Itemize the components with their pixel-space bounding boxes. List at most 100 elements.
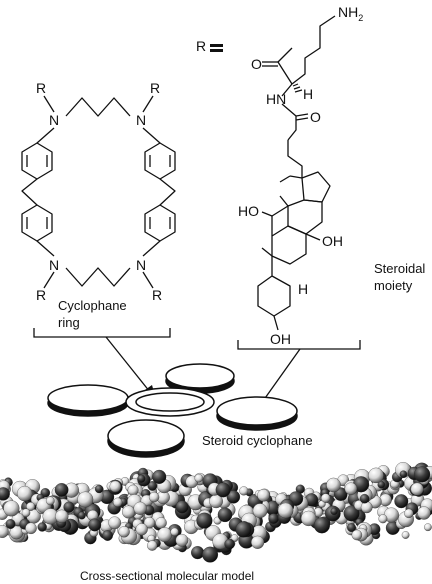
model-atom bbox=[25, 522, 37, 535]
model-atom bbox=[17, 485, 33, 502]
stereo-hash-bond bbox=[292, 83, 303, 93]
model-atom bbox=[133, 501, 147, 515]
cyclophane-ring-label-line2: ring bbox=[58, 315, 80, 330]
model-atom bbox=[360, 501, 373, 514]
arrow-to-core bbox=[105, 336, 151, 393]
model-atom bbox=[3, 500, 20, 517]
model-atom bbox=[368, 467, 384, 484]
model-atom bbox=[77, 511, 86, 520]
model-atom bbox=[147, 540, 158, 551]
model-atom bbox=[170, 527, 179, 537]
model-atom bbox=[226, 490, 241, 504]
model-atom bbox=[155, 517, 167, 529]
model-atom bbox=[394, 494, 409, 509]
model-atom bbox=[122, 505, 135, 519]
hydroxyl-c12: HO bbox=[238, 203, 259, 219]
model-atom bbox=[378, 514, 388, 524]
schematic-disc-bottom bbox=[107, 419, 185, 458]
model-atom bbox=[194, 473, 204, 483]
model-atom bbox=[108, 516, 122, 530]
model-atom bbox=[0, 487, 10, 501]
model-atom bbox=[143, 517, 156, 529]
model-atom bbox=[404, 508, 414, 519]
side-chain-bonds bbox=[262, 15, 336, 183]
model-atom bbox=[45, 496, 55, 506]
model-atom bbox=[313, 517, 330, 534]
steroidal-moiety-label-line2: moiety bbox=[374, 278, 413, 293]
nitrogen-bottom-left: N bbox=[49, 257, 59, 273]
model-atom bbox=[344, 482, 358, 495]
model-atom bbox=[21, 508, 31, 518]
nitrogen-bottom-right: N bbox=[136, 257, 146, 273]
hydroxyl-c3: OH bbox=[270, 331, 291, 347]
schematic-disc-top bbox=[165, 363, 235, 394]
hydroxyl-c7: OH bbox=[322, 233, 343, 249]
model-atom bbox=[359, 493, 370, 504]
steroid-skeleton bbox=[257, 171, 331, 331]
model-atom bbox=[347, 523, 356, 533]
model-atom bbox=[196, 512, 213, 529]
model-atom bbox=[377, 480, 386, 489]
nitrogen-top-left: N bbox=[49, 112, 59, 128]
benzene-ring-bottom-right bbox=[144, 204, 176, 242]
benzene-ring-top-right bbox=[144, 142, 176, 180]
model-atom bbox=[235, 521, 252, 538]
nitrogen-top-right: N bbox=[136, 112, 146, 128]
model-atom bbox=[157, 527, 173, 542]
model-atom bbox=[148, 491, 160, 503]
r-group-top-left: R bbox=[36, 80, 46, 96]
model-atom bbox=[113, 497, 123, 507]
model-atom bbox=[191, 546, 205, 560]
steroid-ring-a bbox=[257, 255, 291, 317]
benzene-ring-bottom-left bbox=[21, 204, 53, 242]
schematic-disc-left bbox=[47, 384, 129, 417]
molecular-model-label: Cross-sectional molecular model bbox=[80, 569, 254, 583]
model-atom bbox=[217, 507, 233, 523]
steroid-ring-b bbox=[271, 225, 307, 265]
model-atom bbox=[26, 502, 36, 511]
model-atom bbox=[257, 489, 270, 502]
model-atom bbox=[118, 526, 130, 538]
model-atom bbox=[251, 535, 265, 549]
model-atom bbox=[414, 466, 431, 483]
model-atom bbox=[109, 480, 122, 493]
r-definition-label: R bbox=[196, 38, 206, 54]
steroidal-moiety-label-line1: Steroidal bbox=[374, 261, 425, 276]
model-atom bbox=[102, 530, 113, 541]
model-atom bbox=[224, 538, 235, 550]
model-atom bbox=[94, 484, 104, 494]
schematic-disc-right bbox=[216, 396, 298, 431]
model-atom bbox=[215, 482, 231, 498]
cyclophane-ring-label-line1: Cyclophane bbox=[58, 298, 127, 313]
model-atom bbox=[330, 507, 338, 516]
r-definition-equals-sign bbox=[210, 44, 223, 52]
model-atom bbox=[54, 483, 69, 497]
model-atom bbox=[5, 519, 16, 529]
benzene-ring-top-left bbox=[21, 142, 53, 180]
model-atom bbox=[135, 523, 148, 536]
model-atom bbox=[63, 501, 75, 513]
model-atom bbox=[321, 493, 331, 503]
hydrogen-c5: H bbox=[298, 281, 308, 297]
model-atom bbox=[424, 523, 432, 532]
model-atom bbox=[137, 474, 146, 483]
model-atom bbox=[417, 506, 431, 520]
steroid-cyclophane-schematic bbox=[47, 363, 298, 458]
model-atom bbox=[175, 533, 189, 547]
model-atom bbox=[88, 518, 102, 532]
model-atom bbox=[37, 522, 47, 532]
model-atom bbox=[351, 529, 363, 541]
model-atom bbox=[77, 491, 94, 508]
molecular-model bbox=[0, 462, 432, 563]
model-atom bbox=[277, 502, 294, 519]
model-atom bbox=[401, 531, 410, 539]
amine-group: NH2 bbox=[338, 4, 363, 23]
model-atom bbox=[343, 505, 360, 522]
model-atom bbox=[252, 503, 268, 519]
alpha-hydrogen: H bbox=[303, 86, 313, 102]
amide-oxygen: O bbox=[310, 109, 321, 125]
r-group-bottom-right: R bbox=[152, 287, 162, 303]
model-atom bbox=[147, 481, 158, 491]
carbonyl-oxygen: O bbox=[251, 56, 262, 72]
